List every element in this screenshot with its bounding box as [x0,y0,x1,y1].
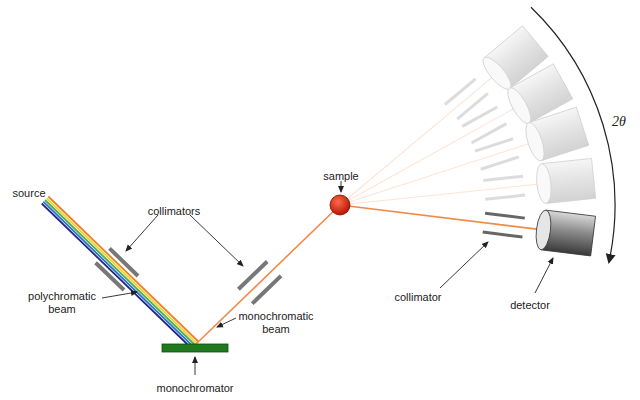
beam-label-holder: polychromatic beam [23,290,101,317]
sample-label: sample [323,170,358,183]
beam-label: polychromatic beam [23,290,101,316]
detector-label-holder: detector [500,295,560,313]
collimator-label-holder: collimator [383,287,453,305]
beam-label-holder: monochromatic beam [237,310,315,337]
sample-sphere [330,195,350,215]
collimator-plates [96,248,281,303]
source-label: source [12,187,45,200]
monochromator-label: monochromator [156,382,233,395]
sample-label-holder: sample [316,166,366,184]
source-label-holder: source [4,183,54,201]
monochromator-label-holder: monochromator [150,378,240,396]
monochromator-crystal [162,344,228,352]
beam-label: monochromatic beam [237,310,315,336]
angle-label: 2θ [612,114,626,130]
collimators-label: collimators [148,205,201,218]
leader-lines [102,181,553,375]
ghost-detectors [327,26,596,225]
polychromatic-beam [42,197,199,349]
detector-label: detector [510,299,550,312]
collimators-label-holder: collimators [134,201,214,219]
detector-assembly [338,185,596,256]
monochromatic-beam [195,205,340,345]
angle-label-holder: 2θ [605,112,633,130]
collimator-label: collimator [394,291,441,304]
